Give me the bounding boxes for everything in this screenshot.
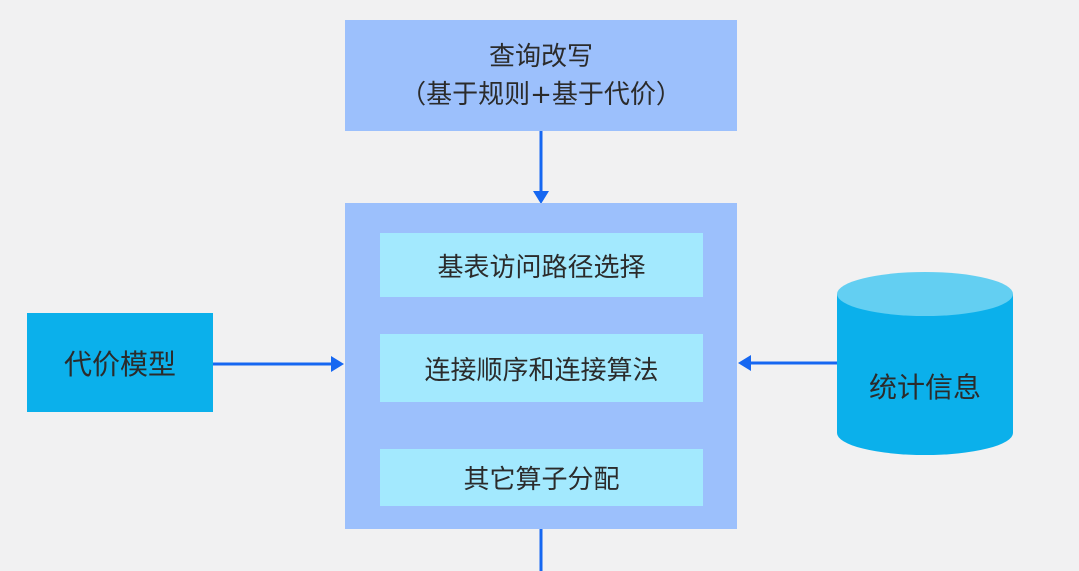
arrow-cost-model-to-planner <box>213 356 344 372</box>
arrow-query-rewrite-to-planner <box>533 131 549 204</box>
query-rewrite-box: 查询改写 （基于规则+基于代价） <box>345 20 737 131</box>
statistics-label: 统计信息 <box>868 370 981 404</box>
cost-model-box: 代价模型 <box>27 313 213 412</box>
query-rewrite-label-line2: （基于规则+基于代价） <box>400 79 682 110</box>
step-operator-allocation-label: 其它算子分配 <box>463 465 620 495</box>
arrow-statistics-to-planner <box>738 355 837 371</box>
cost-model-label: 代价模型 <box>63 347 176 381</box>
query-rewrite-label-line1: 查询改写 <box>488 41 593 72</box>
step-access-path-box: 基表访问路径选择 <box>380 233 703 297</box>
statistics-database-cylinder: 统计信息 <box>837 272 1013 455</box>
database-icon <box>837 272 1013 455</box>
step-join-order-label: 连接顺序和连接算法 <box>424 355 659 386</box>
step-operator-allocation-box: 其它算子分配 <box>380 449 703 506</box>
step-join-order-box: 连接顺序和连接算法 <box>380 334 703 402</box>
plan-generation-box: 基表访问路径选择 连接顺序和连接算法 其它算子分配 <box>345 203 737 529</box>
step-access-path-label: 基表访问路径选择 <box>437 252 646 283</box>
